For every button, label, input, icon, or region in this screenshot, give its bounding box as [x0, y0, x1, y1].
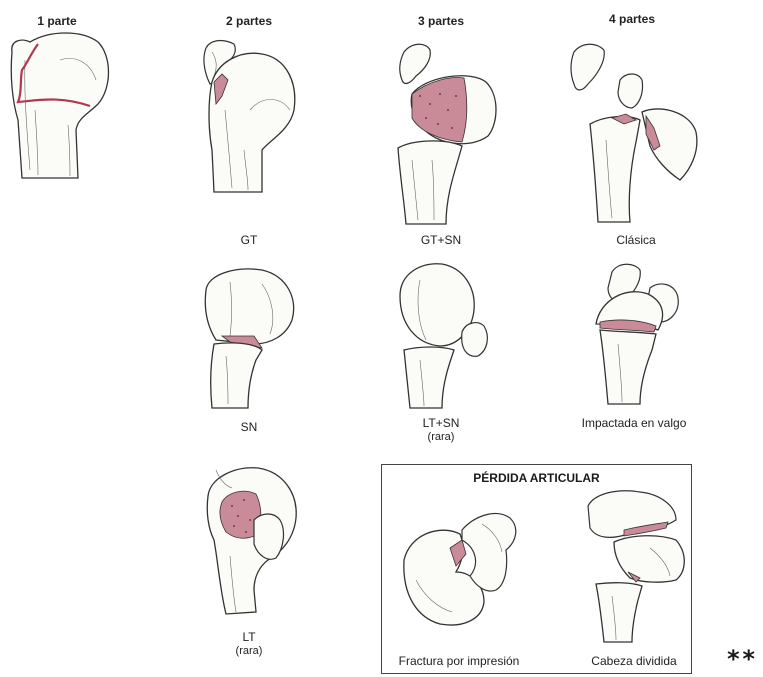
humerus-1-parte	[11, 33, 108, 178]
label-clasica: Clásica	[616, 233, 655, 247]
label-lt-note: (rara)	[236, 645, 263, 657]
label-lt: LT	[242, 630, 255, 644]
footnote-marker: **	[726, 645, 757, 673]
caption-fractura-impresion: Fractura por impresión	[399, 654, 520, 668]
articular-loss-title: PÉRDIDA ARTICULAR	[473, 471, 599, 485]
label-impactada: Impactada en valgo	[582, 416, 687, 430]
humerus-clasica	[571, 44, 697, 222]
caption-cabeza-dividida: Cabeza dividida	[591, 654, 676, 668]
humerus-gt-sn	[398, 44, 496, 224]
label-lt-sn-note: (rara)	[428, 431, 455, 443]
humerus-impactada	[596, 264, 678, 404]
label-gt: GT	[241, 233, 258, 247]
humerus-gt	[204, 41, 295, 192]
label-sn: SN	[241, 420, 258, 434]
label-gt-sn: GT+SN	[421, 233, 461, 247]
label-lt-sn: LT+SN	[423, 416, 460, 430]
humerus-lt	[207, 468, 296, 614]
humerus-sn	[205, 269, 293, 408]
humerus-lt-sn	[400, 264, 487, 408]
articular-loss-panel: PÉRDIDA ARTICULAR	[381, 464, 692, 674]
